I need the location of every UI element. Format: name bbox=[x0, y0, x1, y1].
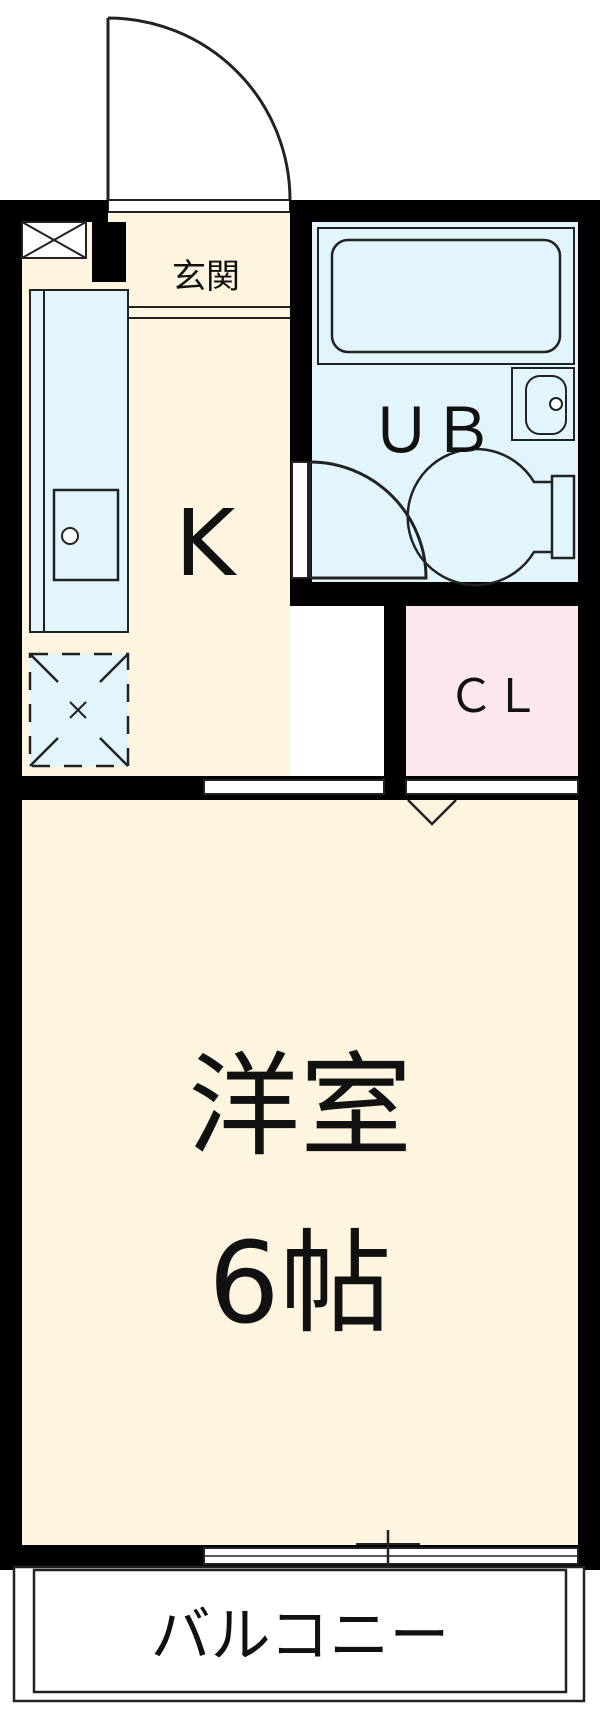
faucet-icon bbox=[61, 527, 79, 545]
entrance-label: 玄関 bbox=[172, 257, 240, 297]
bathtub bbox=[317, 227, 575, 365]
western-room-floor bbox=[22, 800, 578, 1545]
closet-door bbox=[405, 779, 579, 826]
bath-door bbox=[291, 460, 428, 580]
entrance-step bbox=[126, 306, 290, 319]
kitchen-label: K bbox=[175, 490, 238, 597]
unit-bath-floor bbox=[312, 222, 578, 582]
balcony bbox=[12, 1565, 586, 1703]
meter-box bbox=[21, 221, 87, 259]
washbasin bbox=[511, 367, 575, 441]
closet-floor bbox=[406, 606, 578, 776]
closet-label: ＣＬ bbox=[448, 669, 540, 723]
entry-door bbox=[106, 16, 292, 213]
washer-space bbox=[28, 652, 130, 768]
kitchen-counter bbox=[29, 289, 129, 633]
western-room-size: 6帖 bbox=[208, 1219, 391, 1349]
entrance-floor bbox=[126, 222, 290, 307]
balcony-window bbox=[203, 1530, 579, 1576]
room-sliding-door bbox=[203, 779, 385, 795]
unit-bath-label: ＵＢ bbox=[370, 394, 494, 467]
balcony-label: バルコニー bbox=[151, 1601, 450, 1671]
western-room-label: 洋室 bbox=[188, 1042, 412, 1172]
